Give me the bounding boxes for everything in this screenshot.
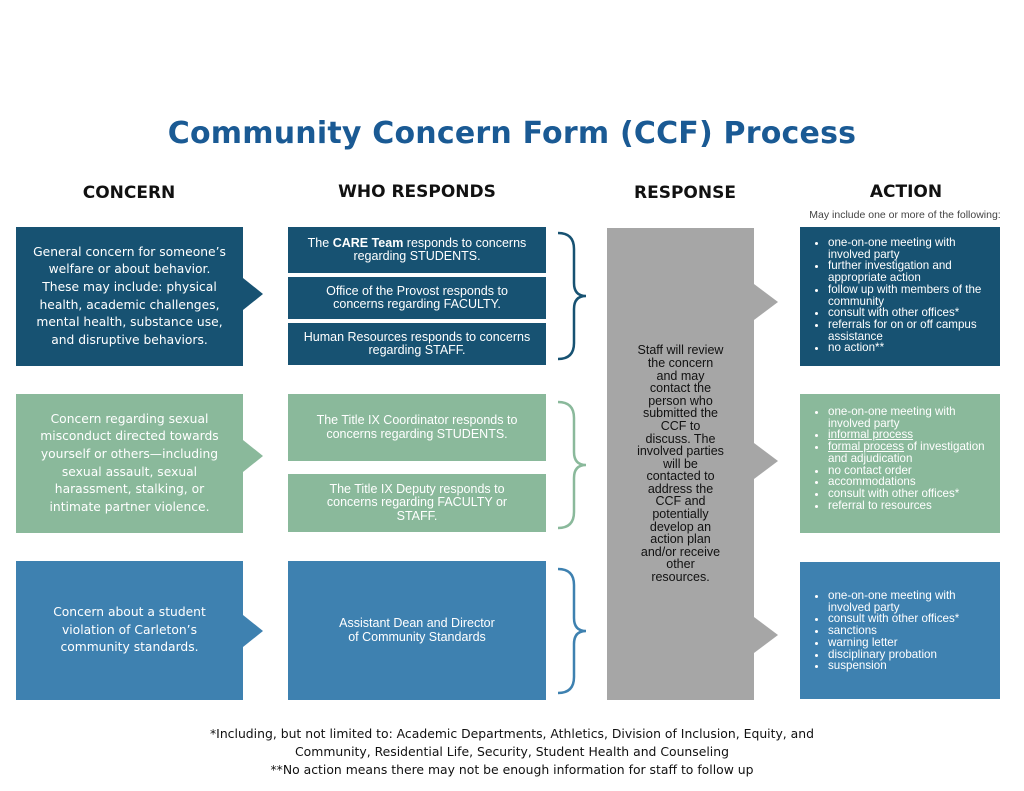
footnote-line-1: *Including, but not limited to: Academic… (209, 726, 814, 741)
list-item: further investigation and appropriate ac… (828, 260, 1000, 284)
arrow-right-icon (243, 615, 263, 647)
list-item: suspension (828, 660, 1000, 672)
responder-care-suffix: responds to concerns regarding STUDENTS. (353, 235, 527, 263)
arrow-right-icon (243, 440, 263, 472)
concern-text-sexual-misconduct: Concern regarding sexual misconduct dire… (40, 411, 219, 514)
concern-text-community-standards: Concern about a student violation of Car… (53, 605, 206, 655)
list-item: formal process of investigation and adju… (828, 441, 1000, 464)
responder-provost-text: Office of the Provost responds to concer… (326, 283, 508, 311)
responder-care-team: The CARE Team responds to concerns regar… (288, 227, 546, 273)
list-item: accommodations (828, 476, 1000, 488)
list-item: one-on-one meeting with involved party (828, 590, 1000, 614)
responder-title-ix-coordinator-text: The Title IX Coordinator responds to con… (316, 413, 518, 441)
response-text: Staff will review the concern and may co… (637, 343, 724, 585)
brace-icon (557, 567, 587, 695)
action-box-general: one-on-one meeting with involved party f… (800, 227, 1000, 366)
arrow-right-icon (754, 617, 778, 653)
brace-icon (557, 400, 587, 530)
action-list-general: one-on-one meeting with involved party f… (800, 237, 1000, 354)
page-title: Community Concern Form (CCF) Process (167, 116, 857, 151)
informal-process-link[interactable]: informal process (828, 428, 914, 442)
response-box: Staff will review the concern and may co… (607, 228, 754, 700)
arrow-right-icon (243, 278, 263, 310)
action-list-community-standards: one-on-one meeting with involved party c… (800, 590, 1000, 672)
concern-box-community-standards: Concern about a student violation of Car… (16, 561, 243, 700)
column-heading-response: RESPONSE (634, 183, 736, 203)
arrow-right-icon (754, 284, 778, 320)
list-item: follow up with members of the community (828, 283, 1000, 307)
column-heading-who-responds: WHO RESPONDS (338, 182, 496, 202)
action-box-community-standards: one-on-one meeting with involved party c… (800, 562, 1000, 699)
responder-provost: Office of the Provost responds to concer… (288, 277, 546, 319)
responder-title-ix-deputy: The Title IX Deputy responds to concerns… (288, 474, 546, 532)
column-heading-concern: CONCERN (82, 183, 176, 203)
responder-title-ix-coordinator: The Title IX Coordinator responds to con… (288, 394, 546, 461)
list-item: referral to resources (828, 499, 1000, 512)
action-note: May include one or more of the following… (809, 209, 1001, 221)
list-item: warning letter (828, 637, 1000, 649)
responder-human-resources: Human Resources responds to concerns reg… (288, 323, 546, 365)
list-item: one-on-one meeting with involved party (828, 406, 1000, 430)
list-item: consult with other offices* (828, 488, 1000, 500)
list-item: informal process (828, 429, 1000, 441)
list-item: disciplinary probation (828, 648, 1000, 661)
footnote-line-3: **No action means there may not be enoug… (270, 762, 754, 777)
list-item: sanctions (828, 625, 1000, 637)
brace-icon (557, 231, 587, 361)
concern-box-general: General concern for someone’s welfare or… (16, 227, 243, 366)
footnote-line-2: Community, Residential Life, Security, S… (295, 744, 729, 759)
concern-text-general: General concern for someone’s welfare or… (33, 244, 226, 347)
formal-process-rest: of investigation and adjudication (828, 440, 985, 465)
responder-dean-text: Assistant Dean and Director of Community… (339, 616, 495, 644)
column-heading-action: ACTION (869, 182, 943, 202)
responder-care-team-text: The CARE Team responds to concerns regar… (300, 235, 534, 264)
action-box-sexual-misconduct: one-on-one meeting with involved party i… (800, 394, 1000, 533)
responder-dean: Assistant Dean and Director of Community… (288, 561, 546, 700)
list-item: consult with other offices* (828, 613, 1000, 625)
concern-box-sexual-misconduct: Concern regarding sexual misconduct dire… (16, 394, 243, 533)
formal-process-link[interactable]: formal process (828, 440, 905, 454)
responder-title-ix-deputy-text: The Title IX Deputy responds to concerns… (326, 481, 508, 523)
action-list-sexual-misconduct: one-on-one meeting with involved party i… (800, 406, 1000, 511)
care-team-label: CARE Team (332, 235, 404, 250)
list-item: consult with other offices* (828, 307, 1000, 319)
list-item: no contact order (828, 464, 1000, 477)
arrow-right-icon (754, 443, 778, 479)
list-item: no action** (828, 342, 1000, 354)
list-item: one-on-one meeting with involved party (828, 237, 1000, 261)
list-item: referrals for on or off campus assistanc… (828, 318, 1000, 342)
responder-hr-text: Human Resources responds to concerns reg… (303, 329, 531, 357)
responder-care-prefix: The (307, 235, 333, 250)
